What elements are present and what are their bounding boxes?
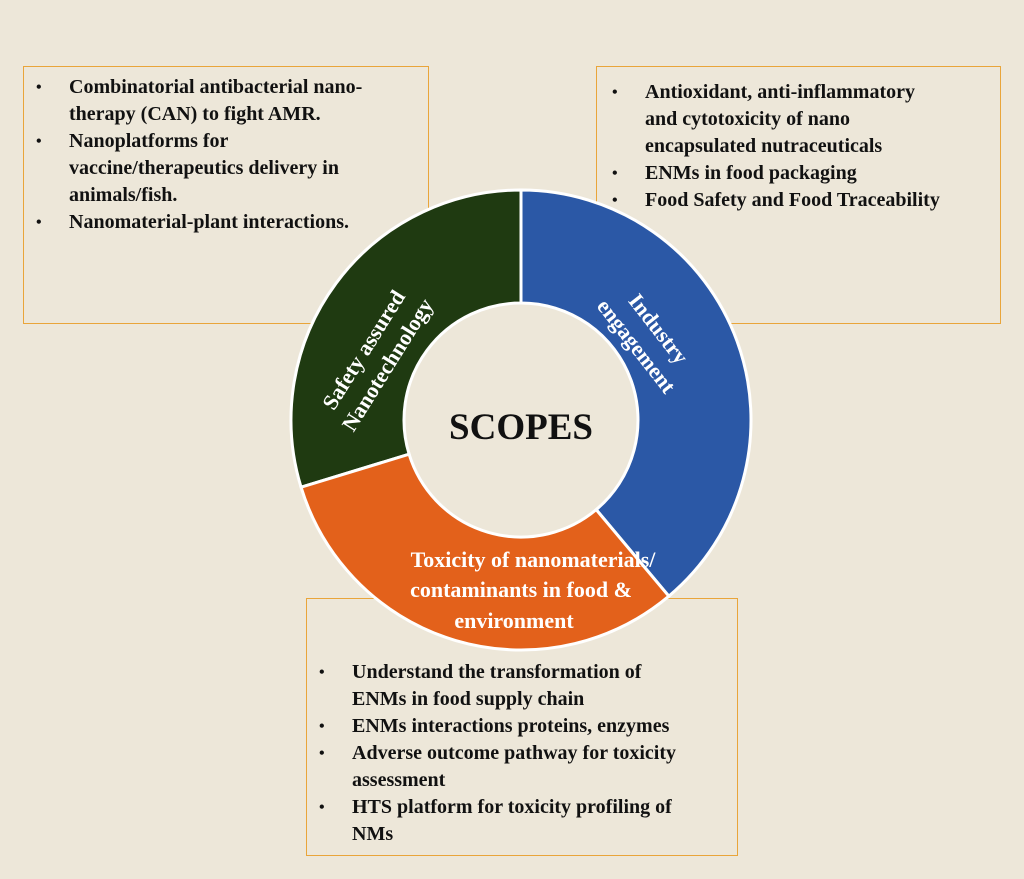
scope-item-text: Food Safety and Food Traceability [645, 189, 940, 211]
scope-item: • Nanomaterial-plant interactions. [28, 209, 428, 236]
toxicity-label-line3: environment [454, 608, 574, 633]
center-title: SCOPES [449, 407, 593, 448]
scope-item-text: encapsulated nutraceuticals [645, 135, 883, 157]
scope-item: • Combinatorial antibacterial nano-therap… [28, 74, 428, 128]
bullet-icon: • [612, 192, 618, 209]
scope-item-text: vaccine/therapeutics delivery in [69, 157, 339, 179]
scope-item: • HTS platform for toxicity profiling of N… [311, 794, 737, 848]
scope-item-text: ENMs interactions proteins, enzymes [352, 715, 670, 737]
scope-item-text: Nanoplatforms for [69, 130, 229, 152]
scope-item-text: Combinatorial antibacterial nano- [69, 76, 363, 98]
scope-item-text: Adverse outcome pathway for toxicity [352, 742, 677, 764]
scope-item-text: therapy (CAN) to fight AMR. [69, 103, 321, 125]
scope-item-text: ENMs in food supply chain [352, 688, 585, 710]
safety-scope-list: • Combinatorial antibacterial nano-therap… [28, 74, 428, 236]
scope-item: • Nanoplatforms for vaccine/therapeutics d… [28, 128, 428, 209]
scope-item-text: Nanomaterial-plant interactions. [69, 211, 349, 233]
scope-item: • ENMs in food packaging [604, 160, 1000, 187]
scope-item-text: assessment [352, 769, 446, 791]
scope-item-text: Understand the transformation of [352, 661, 642, 683]
bullet-icon: • [319, 799, 325, 816]
segment-industry-engagement [519, 188, 753, 599]
bullet-icon: • [319, 718, 325, 735]
scope-item-text: and cytotoxicity of nano [645, 108, 850, 130]
bullet-icon: • [612, 84, 618, 101]
segment-toxicity [299, 452, 671, 652]
scope-item-text: NMs [352, 823, 394, 845]
scope-item-text: Antioxidant, anti-inflammatory [645, 81, 915, 103]
safety-scope-box: • Combinatorial antibacterial nano-therap… [23, 66, 429, 324]
scope-item: • Adverse outcome pathway for toxicity ass… [311, 740, 737, 794]
bullet-icon: • [612, 165, 618, 182]
industry-scope-list: • Antioxidant, anti-inflammatory and cytot… [604, 79, 1000, 214]
segment-safety-assured [289, 188, 523, 490]
toxicity-label-line2: contaminants in food & [410, 577, 632, 602]
toxicity-segment-label: Toxicity of nanomaterials/ contaminants … [410, 547, 656, 633]
scope-item-text: ENMs in food packaging [645, 162, 857, 184]
scope-item: • ENMs interactions proteins, enzymes [311, 713, 737, 740]
bullet-icon: • [319, 664, 325, 681]
scope-item: • Antioxidant, anti-inflammatory and cytot… [604, 79, 1000, 160]
bullet-icon: • [36, 214, 42, 231]
toxicity-scope-list: • Understand the transformation of ENMs in… [311, 659, 737, 848]
bullet-icon: • [36, 133, 42, 150]
scope-item-text: HTS platform for toxicity profiling of [352, 796, 672, 818]
scope-item-text: animals/fish. [69, 184, 178, 206]
toxicity-label-line1: Toxicity of nanomaterials/ [411, 547, 657, 572]
bullet-icon: • [319, 745, 325, 762]
scope-item: • Understand the transformation of ENMs in… [311, 659, 737, 713]
scope-item: • Food Safety and Food Traceability [604, 187, 1000, 214]
bullet-icon: • [36, 79, 42, 96]
